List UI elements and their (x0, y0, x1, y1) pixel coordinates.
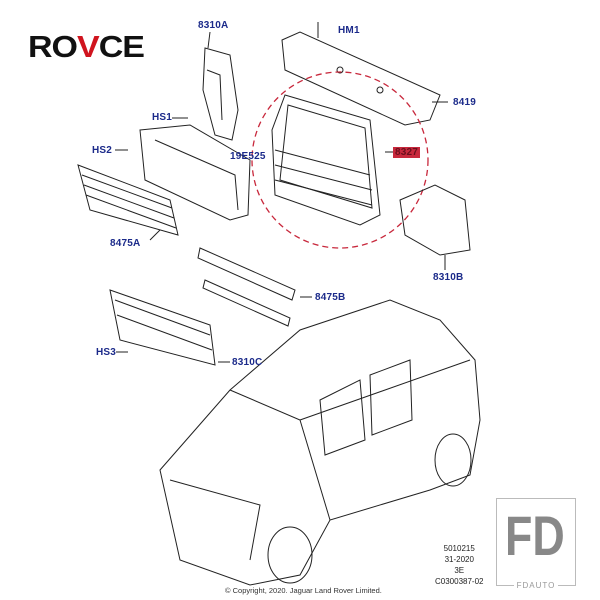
part-19E525-duct (139, 124, 251, 221)
label-HS2: HS2 (92, 145, 113, 156)
ref-line: 31-2020 (444, 555, 474, 564)
label-HS3: HS3 (96, 347, 117, 358)
label-HM1: HM1 (338, 25, 360, 36)
label-19E525: 19E525 (230, 151, 266, 162)
watermark-logo: FD FDAUTO (496, 498, 576, 590)
label-HS1: HS1 (152, 112, 173, 123)
label-8310B: 8310B (433, 272, 464, 283)
label-8310A: 8310A (198, 20, 229, 31)
ref-line: 5010215 (443, 544, 475, 553)
label-8327-highlighted: 8327 (393, 147, 421, 158)
reference-code: 5010215 31-2020 3E C0300387-02 (435, 543, 483, 587)
copyright-text: © Copyright, 2020. Jaguar Land Rover Lim… (225, 586, 382, 595)
part-8475B-bar (197, 247, 296, 327)
part-8310B-deflector (399, 184, 471, 256)
ref-line: 3E (454, 566, 465, 575)
highlight-circle (251, 71, 429, 249)
label-8419: 8419 (453, 97, 477, 108)
brand-logo: ROVCE (28, 29, 145, 65)
vehicle-outline (159, 299, 481, 586)
part-8327-radiator-frame (271, 94, 381, 226)
label-8310C: 8310C (232, 357, 263, 368)
leader-lines (115, 22, 448, 363)
label-8475B: 8475B (315, 292, 346, 303)
part-8310C-lower-grille (109, 289, 216, 366)
part-8310A-deflector (202, 47, 239, 141)
ref-line: C0300387-02 (435, 577, 484, 586)
watermark-big: FD (505, 504, 565, 567)
part-upper-panel (281, 31, 441, 126)
part-8475A-grille (77, 164, 179, 236)
label-8475A: 8475A (110, 238, 141, 249)
watermark-small: FDAUTO (497, 581, 575, 590)
